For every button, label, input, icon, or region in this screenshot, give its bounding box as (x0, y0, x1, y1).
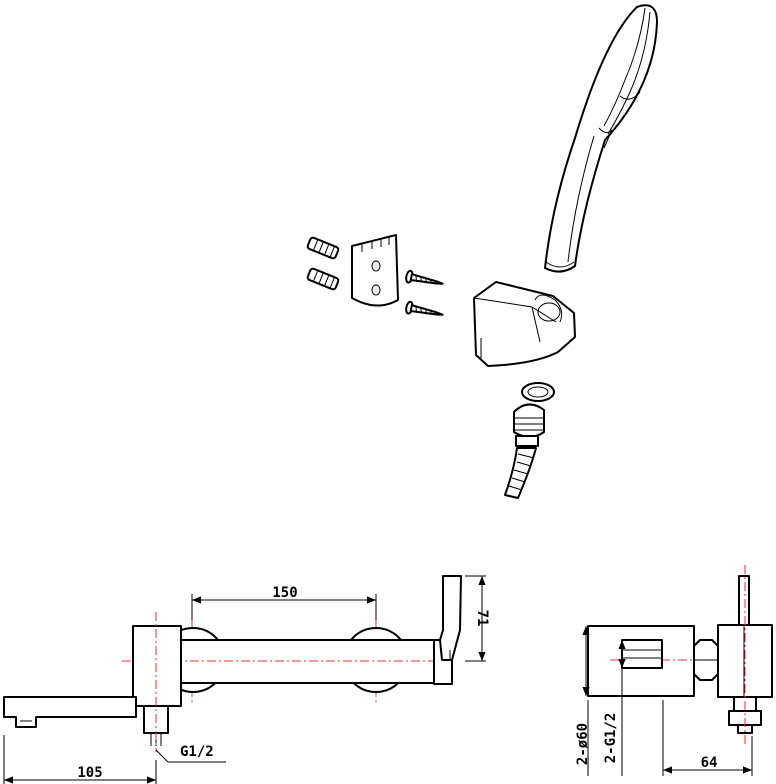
side-dimensions: 2-ø60 2-G1/2 64 (575, 626, 753, 776)
wall-mounting-plate (351, 234, 399, 307)
washer-ring (521, 382, 555, 402)
dimension-64-label: 64 (701, 755, 718, 771)
dimension-71-label: 71 (474, 610, 490, 627)
dimension-150-label: 150 (272, 585, 297, 601)
screws (405, 269, 444, 316)
shower-hose (504, 403, 545, 499)
flange-diameter-label: 2-ø60 (575, 723, 591, 765)
wall-plugs (306, 236, 340, 291)
dimension-105-label: 105 (77, 765, 102, 781)
faucet-front-view (3, 575, 462, 752)
faucet-side-view (587, 565, 773, 745)
thread-g12-label: G1/2 (180, 744, 214, 760)
front-dimensions: 150 71 G1/2 105 (3, 575, 490, 784)
side-thread-label: 2-G1/2 (603, 713, 619, 764)
shower-holder (473, 281, 576, 367)
hand-shower (544, 4, 658, 273)
